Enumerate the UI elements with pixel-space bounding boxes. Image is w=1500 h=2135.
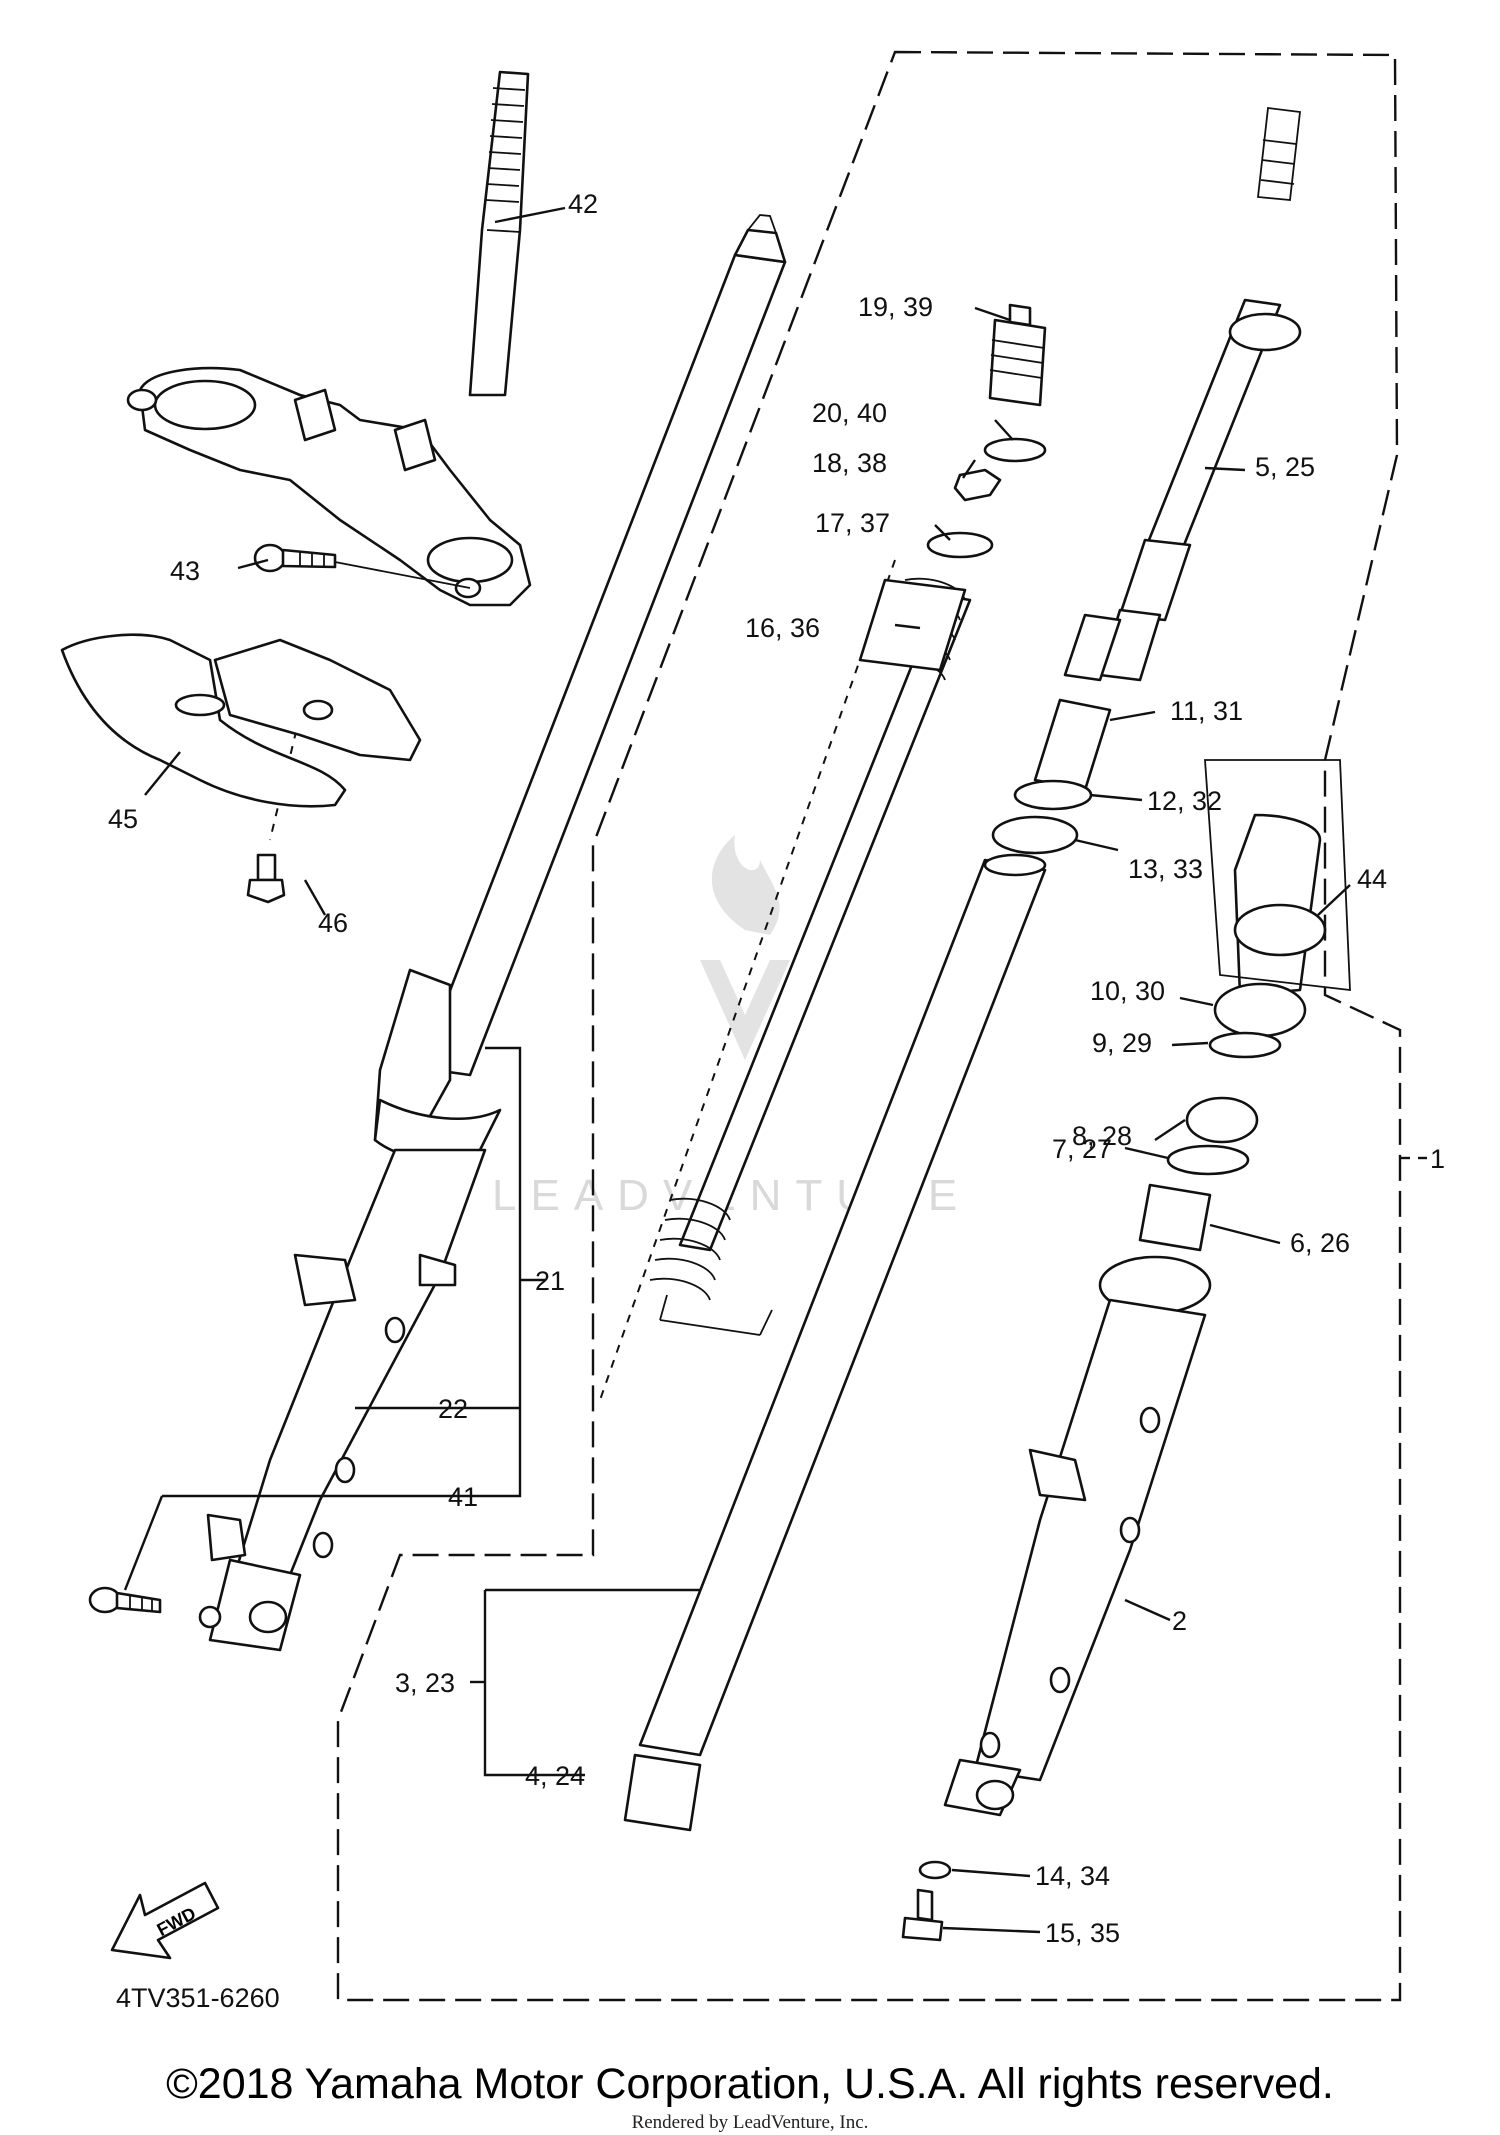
part-12-32 (1013, 779, 1093, 811)
part-14-34 (918, 1860, 952, 1880)
damper-spring-assembly (649, 577, 972, 1336)
callout-6-26: 6, 26 (1290, 1228, 1350, 1258)
part-15-35 (901, 1888, 944, 1942)
callout-9-29: 9, 29 (1092, 1028, 1152, 1058)
bolt-46 (246, 853, 286, 904)
callout-44: 44 (1357, 864, 1387, 894)
callout-8-28: 8, 28 (1072, 1121, 1132, 1151)
part-19-39 (926, 303, 1047, 559)
assembled-fork-21 (198, 214, 787, 1652)
part-10-30 (1213, 982, 1307, 1038)
callout-20-40: 20, 40 (812, 398, 887, 428)
leader-lines (123, 206, 1427, 1934)
callout-46: 46 (318, 908, 348, 938)
callout-15-35: 15, 35 (1045, 1918, 1120, 1948)
callout-labels: 42 43 45 46 19, 39 20, 40 18, 38 17, 37 … (108, 189, 1445, 1948)
part-44 (1204, 759, 1351, 997)
part-13-33 (991, 815, 1079, 855)
callout-3-23: 3, 23 (395, 1668, 455, 1698)
inner-tube-cap-assembly (1063, 106, 1302, 682)
steering-stem (468, 70, 530, 397)
callout-10-30: 10, 30 (1090, 976, 1165, 1006)
front-fork-exploded-diagram: LEADVENTURE (60, 50, 1445, 2013)
callout-21: 21 (535, 1266, 565, 1296)
callout-13-33: 13, 33 (1128, 854, 1203, 884)
part-2-outer-tube (943, 1255, 1212, 1817)
callout-12-32: 12, 32 (1147, 786, 1222, 816)
callout-18-38: 18, 38 (812, 448, 887, 478)
part-3-23-inner-tube (623, 853, 1047, 1832)
callout-11-31: 11, 31 (1170, 696, 1243, 726)
callout-17-37: 17, 37 (815, 508, 890, 538)
copyright-notice: ©2018 Yamaha Motor Corporation, U.S.A. A… (166, 2060, 1334, 2108)
callout-1: 1 (1430, 1144, 1445, 1174)
part-8-28 (1185, 1096, 1259, 1144)
dashed-centerline-damper (599, 559, 896, 1401)
part-7-27 (1166, 1144, 1250, 1176)
callout-2: 2 (1172, 1606, 1187, 1636)
watermark-flame-icon (700, 835, 790, 1060)
rendered-by-credit: Rendered by LeadVenture, Inc. (631, 2112, 869, 2133)
callout-22: 22 (438, 1394, 468, 1424)
socket-bolt (88, 1586, 162, 1614)
callout-14-34: 14, 34 (1035, 1861, 1110, 1891)
forward-arrow-icon: FWD (110, 1881, 220, 1960)
under-bracket (126, 366, 532, 607)
callout-42: 42 (568, 189, 598, 219)
part-11-31 (1033, 698, 1112, 792)
exploded-group-outline (336, 50, 1402, 2002)
part-9-29 (1208, 1031, 1282, 1059)
callout-16-36: 16, 36 (745, 613, 820, 643)
callout-7-27: 7, 27 (1052, 1134, 1112, 1164)
callout-19-39: 19, 39 (858, 292, 933, 322)
bolt-43 (253, 543, 471, 589)
diagram-code: 4TV351-6260 (116, 1983, 280, 2013)
callout-43: 43 (170, 556, 200, 586)
fork-guard (60, 633, 422, 808)
callout-4-24: 4, 24 (525, 1761, 585, 1791)
callout-45: 45 (108, 804, 138, 834)
part-6-26 (1138, 1183, 1212, 1252)
callout-5-25: 5, 25 (1255, 452, 1315, 482)
callout-41: 41 (448, 1482, 478, 1512)
